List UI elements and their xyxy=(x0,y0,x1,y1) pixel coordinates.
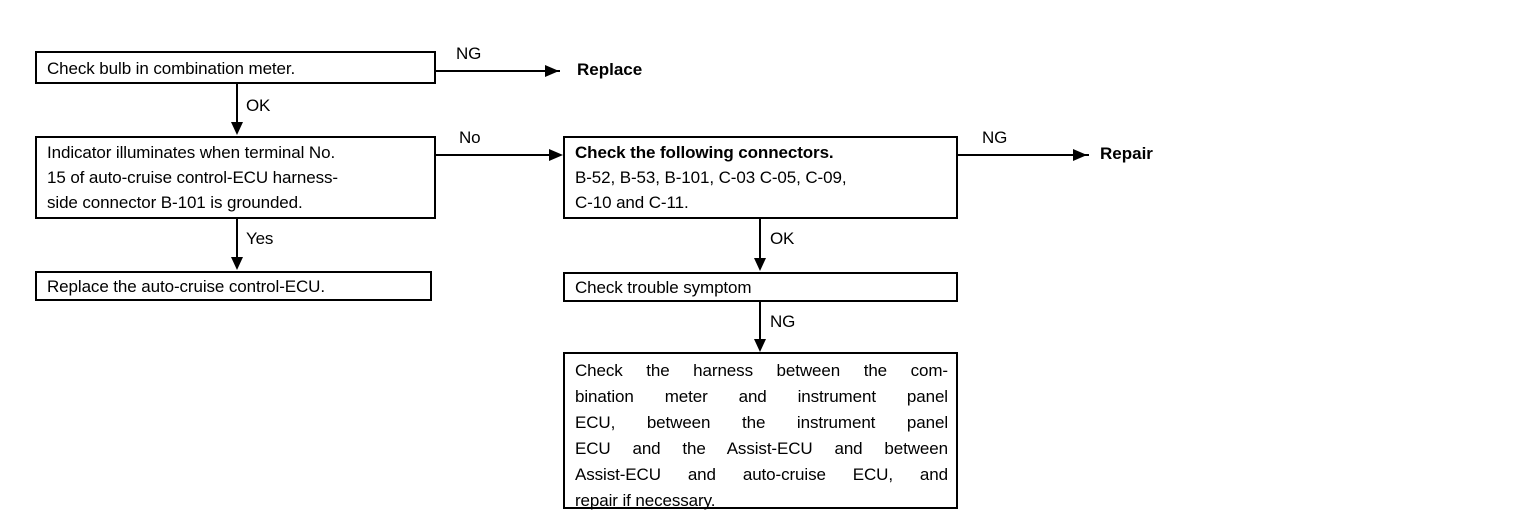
node-check-bulb[interactable]: Check bulb in combination meter. xyxy=(35,51,436,84)
node-indicator-illuminates[interactable]: Indicator illuminates when terminal No. … xyxy=(35,136,436,219)
terminal-repair: Repair xyxy=(1100,144,1153,163)
edge-label-bulb-ng: NG xyxy=(456,44,482,63)
node-indicator-illuminates-line-3: side connector B-101 is grounded. xyxy=(47,193,303,212)
edge-label-bulb-ok: OK xyxy=(246,96,271,115)
edge-label-indicator-yes: Yes xyxy=(246,229,274,248)
edge-label-connectors-ok: OK xyxy=(770,229,795,248)
edge-indicator-yes-arrowhead xyxy=(231,257,243,270)
edge-bulb-ng-arrowhead xyxy=(545,65,559,77)
edge-connectors-ng-line xyxy=(958,154,1089,156)
edge-label-symptom-ng: NG xyxy=(770,312,796,331)
edge-indicator-no-arrowhead xyxy=(549,149,563,161)
edge-connectors-ng-arrowhead xyxy=(1073,149,1087,161)
node-replace-ecu-line-1: Replace the auto-cruise control-ECU. xyxy=(47,277,325,296)
node-indicator-illuminates-line-2: 15 of auto-cruise control-ECU harness- xyxy=(47,168,338,187)
node-check-harness-line-5: Assist-ECU and auto-cruise ECU, and xyxy=(575,465,948,484)
edge-bulb-ng-line xyxy=(436,70,560,72)
edge-bulb-ok-arrowhead xyxy=(231,122,243,135)
edge-label-indicator-no: No xyxy=(459,128,481,147)
edge-connectors-ok-line xyxy=(759,219,761,259)
node-check-harness-line-3: ECU, between the instrument panel xyxy=(575,413,948,432)
node-check-harness-line-1: Check the harness between the com- xyxy=(575,361,948,380)
node-check-connectors[interactable]: Check the following connectors. B-52, B-… xyxy=(563,136,958,219)
node-check-harness-line-4: ECU and the Assist-ECU and between xyxy=(575,439,948,458)
edge-indicator-yes-line xyxy=(236,219,238,259)
node-check-bulb-line-1: Check bulb in combination meter. xyxy=(47,59,296,78)
edge-indicator-no-line xyxy=(436,154,556,156)
node-check-trouble-symptom[interactable]: Check trouble symptom xyxy=(563,272,958,302)
edge-symptom-ng-line xyxy=(759,302,761,340)
terminal-replace: Replace xyxy=(577,60,643,79)
node-check-trouble-symptom-line-1: Check trouble symptom xyxy=(575,278,752,297)
edge-bulb-ok-line xyxy=(236,84,238,124)
node-check-harness-line-2: bination meter and instrument panel xyxy=(575,387,948,406)
edge-symptom-ng-arrowhead xyxy=(754,339,766,352)
node-check-harness-line-6: repair if necessary. xyxy=(575,491,716,510)
node-check-connectors-line-3: C-10 and C-11. xyxy=(575,193,689,212)
node-indicator-illuminates-line-1: Indicator illuminates when terminal No. xyxy=(47,143,336,162)
edge-label-connectors-ng: NG xyxy=(982,128,1008,147)
edge-connectors-ok-arrowhead xyxy=(754,258,766,271)
node-check-connectors-line-1: Check the following connectors. xyxy=(575,143,834,162)
node-check-connectors-line-2: B-52, B-53, B-101, C-03 C-05, C-09, xyxy=(575,168,847,187)
node-replace-ecu[interactable]: Replace the auto-cruise control-ECU. xyxy=(35,271,432,301)
node-check-harness[interactable]: Check the harness between the com- binat… xyxy=(563,352,958,510)
